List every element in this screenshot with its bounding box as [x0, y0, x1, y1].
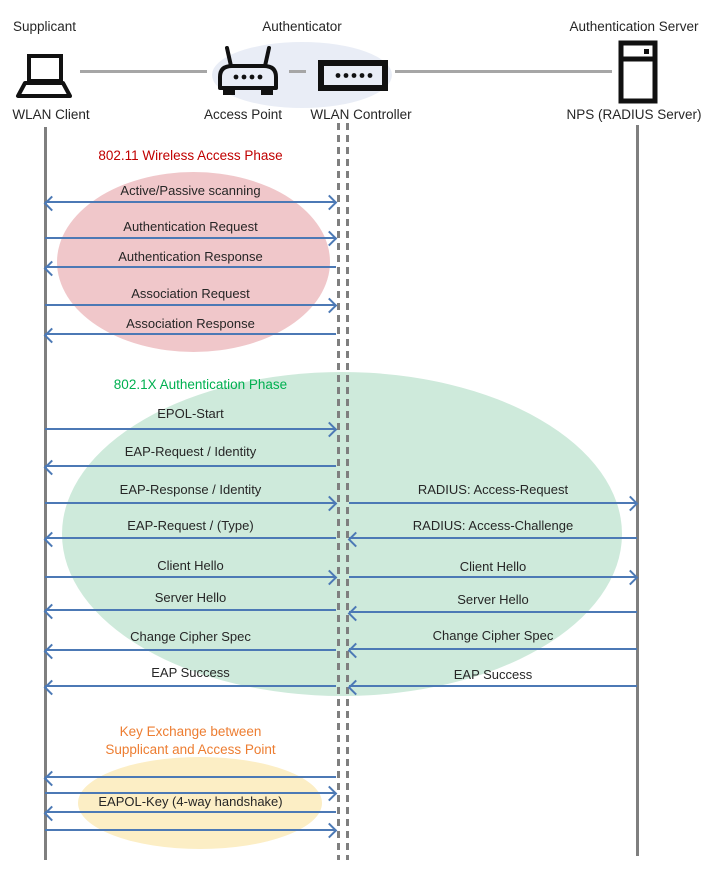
- message-arrow-left: [349, 685, 637, 687]
- phase-title-80211: 802.11 Wireless Access Phase: [98, 148, 283, 163]
- phase-8021x-ellipse: [62, 372, 622, 696]
- message-label: Association Request: [131, 286, 250, 301]
- message-arrow-left: [45, 333, 336, 335]
- message-label: RADIUS: Access-Request: [417, 482, 569, 497]
- phase-title-8021x: 802.1X Authentication Phase: [113, 377, 288, 392]
- message-label: Server Hello: [154, 590, 227, 605]
- message-label: EAP-Request / (Type): [127, 518, 254, 533]
- role-auth-server: Authentication Server: [569, 19, 699, 34]
- message-arrow-left: [45, 649, 336, 651]
- message-arrow-left: [45, 465, 336, 467]
- message-arrow-left: [349, 648, 637, 650]
- message-arrow-right: [45, 304, 336, 306]
- message-arrow-right: [45, 829, 336, 831]
- link-controller-server: [395, 70, 612, 73]
- message-label: Client Hello: [459, 559, 527, 574]
- message-label: Authentication Response: [118, 249, 263, 264]
- message-label: EAP Success: [453, 667, 533, 682]
- device-nps-radius: NPS (RADIUS Server): [566, 107, 702, 122]
- access-point-icon: [218, 46, 278, 95]
- message-label: RADIUS: Access-Challenge: [412, 518, 574, 533]
- message-arrow-left: [349, 537, 637, 539]
- message-arrow-left: [45, 266, 336, 268]
- message-arrow-right: [45, 792, 336, 794]
- message-arrow-right: [45, 576, 336, 578]
- lifeline-controller-dashed-2: [346, 123, 349, 860]
- message-label: EAP-Request / Identity: [124, 444, 257, 459]
- message-arrow-both: [45, 201, 336, 203]
- message-arrow-left: [45, 609, 336, 611]
- lifeline-controller-dashed-1: [337, 123, 340, 860]
- message-label: Active/Passive scanning: [120, 183, 261, 198]
- role-supplicant: Supplicant: [13, 19, 77, 34]
- message-label: Change Cipher Spec: [432, 628, 554, 643]
- device-access-point: Access Point: [203, 107, 283, 122]
- message-arrow-right: [349, 502, 637, 504]
- phase-key-exchange-ellipse: [78, 757, 322, 849]
- message-label: Server Hello: [457, 592, 529, 607]
- link-client-ap: [80, 70, 207, 73]
- message-label: Association Response: [126, 316, 255, 331]
- lifeline-wlan-client: [44, 127, 47, 860]
- device-wlan-client: WLAN Client: [12, 107, 90, 122]
- message-label: Client Hello: [157, 558, 224, 573]
- wlan-controller-icon: [318, 60, 388, 91]
- message-arrow-right: [45, 428, 336, 430]
- message-label: EAP Success: [151, 665, 230, 680]
- message-label: Change Cipher Spec: [130, 629, 251, 644]
- message-arrow-left: [45, 685, 336, 687]
- message-arrow-right: [349, 576, 637, 578]
- message-label: EPOL-Start: [157, 406, 224, 421]
- phase-title-key-exchange-line2: Supplicant and Access Point: [105, 742, 276, 757]
- message-arrow-left: [45, 776, 336, 778]
- lifeline-radius-server: [636, 125, 639, 856]
- message-arrow-left: [349, 611, 637, 613]
- device-wlan-controller: WLAN Controller: [310, 107, 412, 122]
- message-arrow-right: [45, 237, 336, 239]
- server-icon: [618, 40, 658, 104]
- message-label: EAP-Response / Identity: [119, 482, 262, 497]
- message-label: Authentication Request: [123, 219, 258, 234]
- laptop-icon: [16, 54, 72, 98]
- role-authenticator: Authenticator: [262, 19, 342, 34]
- message-label: EAPOL-Key (4-way handshake): [98, 794, 283, 809]
- message-arrow-left: [45, 811, 336, 813]
- link-ap-controller: [289, 70, 306, 73]
- message-arrow-left: [45, 537, 336, 539]
- phase-title-key-exchange-line1: Key Exchange between: [119, 724, 262, 739]
- message-arrow-right: [45, 502, 336, 504]
